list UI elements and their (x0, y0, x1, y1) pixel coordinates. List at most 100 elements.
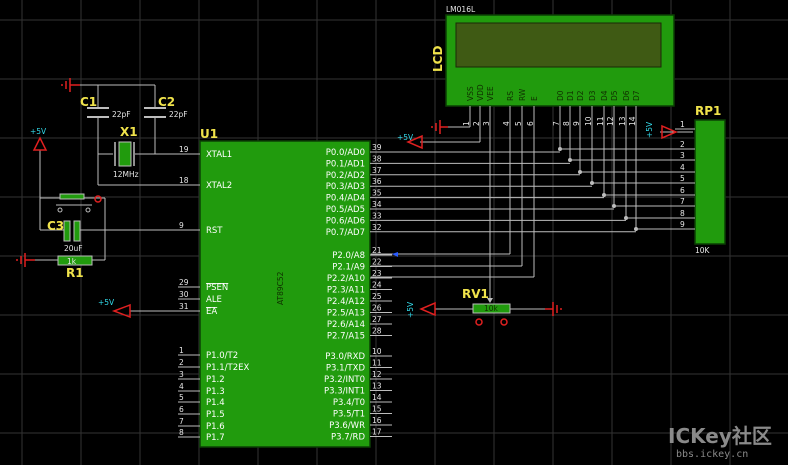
mcu-pin-name: P1.3 (206, 387, 225, 397)
vcc-arrow-icon: +5V (645, 121, 678, 140)
lcd-pin-number: 3 (482, 121, 491, 126)
ground-icon (16, 253, 35, 267)
lcd-pin-name: RW (518, 88, 527, 101)
vcc-label: +5V (30, 127, 47, 136)
lcd-pin-number: 4 (502, 121, 511, 126)
rp1-pin-number: 8 (680, 209, 685, 218)
vcc-arrow-icon: +5V (30, 127, 48, 151)
rv1-body[interactable] (472, 303, 511, 314)
rp1-pin-number: 6 (680, 186, 685, 195)
capacitor-c3[interactable]: C3 20uF (47, 219, 83, 253)
mcu-pin-name: P1.0/T2 (206, 351, 238, 361)
mcu-pin-name: P0.5/AD5 (326, 205, 365, 215)
reset-button-terminal-left (57, 207, 63, 213)
mcu-pin-number: 16 (372, 416, 382, 425)
rv1-decrease-icon[interactable] (475, 318, 483, 326)
mcu-pin-name: P3.4/T0 (333, 398, 365, 408)
capacitor-c2[interactable]: C2 22pF (144, 95, 188, 119)
rp1-pin-number: 3 (680, 151, 685, 160)
mcu-pin-name: XTAL1 (206, 150, 232, 160)
mcu-pin-number: 22 (372, 258, 382, 267)
mcu-pin-name: P2.5/A13 (327, 309, 365, 319)
mcu-pin-name: P0.2/AD2 (326, 171, 365, 181)
lcd-pin-number: 14 (628, 116, 637, 126)
vcc-arrow-icon: +5V (406, 301, 436, 318)
mcu-pin-number: 30 (179, 290, 189, 299)
reset-button-cap[interactable] (59, 193, 85, 200)
lcd-pin-number: 2 (472, 121, 481, 126)
c2-ref: C2 (158, 95, 175, 109)
lcd-model: LM016L (446, 5, 476, 14)
junction-dot (634, 227, 638, 231)
mcu-pin-name: P2.7/A15 (327, 332, 365, 342)
vcc-label: +5V (406, 301, 415, 318)
potentiometer-rv1[interactable]: 10k RV1 (462, 287, 511, 326)
mcu-pin-name: P1.2 (206, 375, 225, 385)
lcd-pin-number: 5 (514, 121, 523, 126)
lcd-pin-number: 7 (552, 121, 561, 126)
ground-icon (61, 78, 80, 92)
mcu-pin-name: P0.1/AD1 (326, 159, 365, 169)
lcd-pin-name: VSS (466, 86, 475, 101)
mcu-pins: 19XTAL118XTAL29RST29PSEN30ALE31EA1P1.0/T… (178, 143, 392, 443)
mcu-pin-number: 2 (179, 358, 184, 367)
mcu-pin-name: P3.7/RD (331, 433, 365, 443)
capacitor-c1[interactable]: C1 22pF (80, 95, 131, 119)
mcu-pin-number: 6 (179, 405, 184, 414)
mcu-pin-name: P2.6/A14 (327, 320, 365, 330)
watermark-url: bbs.ickey.cn (676, 449, 748, 460)
mcu-pin-number: 35 (372, 189, 382, 198)
mcu-body[interactable] (199, 140, 371, 448)
mcu-pin-number: 10 (372, 347, 382, 356)
mcu-pin-number: 3 (179, 370, 184, 379)
junction-dot (568, 158, 572, 162)
mcu-at89c52[interactable]: U1 AT89C52 19XTAL118XTAL29RST29PSEN30ALE… (178, 127, 392, 448)
lcd-pin-name: D1 (566, 90, 575, 101)
resistor-r1[interactable]: 1k R1 (57, 255, 93, 280)
lcd-pin-number: 11 (596, 116, 605, 126)
lcd-pin-name: D4 (600, 90, 609, 101)
rp1-ref: RP1 (695, 104, 721, 118)
reset-button[interactable] (56, 193, 102, 213)
rp1-pin-number: 5 (680, 174, 685, 183)
crystal-x1[interactable]: X1 12MHz (113, 125, 139, 179)
mcu-pin-name: P3.2/INT0 (324, 375, 365, 385)
mcu-pin-number: 28 (372, 327, 382, 336)
rv1-increase-icon[interactable] (500, 318, 508, 326)
mcu-pin-number: 21 (372, 246, 382, 255)
reset-button-probe (94, 195, 102, 203)
rp1-body[interactable] (694, 119, 726, 245)
mcu-pin-name: EA (206, 307, 217, 317)
mcu-pin-number: 17 (372, 428, 382, 437)
rv1-value: 10k (484, 304, 499, 313)
mcu-pin-number: 38 (372, 154, 382, 163)
mcu-pin-name: RST (206, 226, 223, 236)
lcd-pin-name: E (530, 96, 539, 101)
mcu-pin-number: 12 (372, 370, 382, 379)
reset-button-terminal-right (85, 207, 91, 213)
rp1-pin-number: 4 (680, 163, 685, 172)
mcu-pin-name: P0.7/AD7 (326, 228, 365, 238)
lcd-pin-number: 1 (462, 121, 471, 126)
mcu-pin-name: P0.0/AD0 (326, 148, 365, 158)
lcd-pin-number: 12 (606, 116, 615, 126)
mcu-pin-number: 31 (179, 302, 189, 311)
mcu-pin-number: 32 (372, 223, 382, 232)
mcu-pin-name: P2.4/A12 (327, 297, 365, 307)
vcc-label: +5V (645, 121, 654, 138)
c3-ref: C3 (47, 219, 64, 233)
mcu-pin-name: P3.0/RXD (325, 352, 365, 362)
data-bus (392, 120, 675, 233)
lcd-module[interactable]: LM016L LCD VSS1VDD2VEE3RS4RW5E6D07D18D29… (431, 5, 675, 126)
lcd-screen (455, 22, 662, 68)
lcd-pin-name: RS (506, 91, 515, 101)
mcu-pin-name: P3.5/T1 (333, 410, 365, 420)
mcu-pin-number: 29 (179, 278, 189, 287)
mcu-pin-number: 4 (179, 382, 184, 391)
lcd-pin-name: D5 (610, 90, 619, 101)
mcu-pin-number: 27 (372, 315, 382, 324)
c1-value: 22pF (112, 110, 131, 119)
lcd-pin-number: 10 (584, 116, 593, 126)
